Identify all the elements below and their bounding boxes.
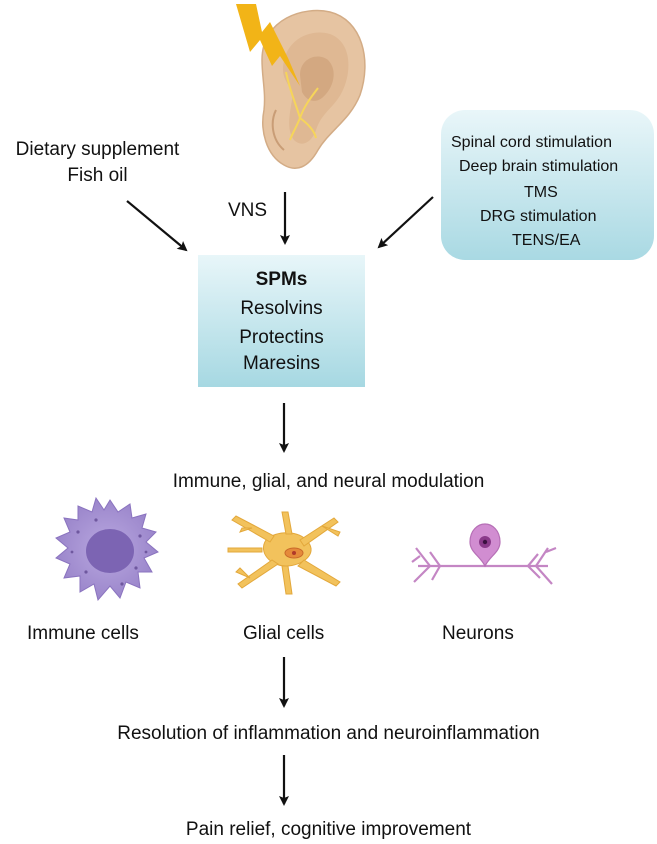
glial-cells-label: Glial cells: [243, 623, 325, 644]
dietary-line-2: Fish oil: [67, 165, 128, 186]
stimulation-item: DRG stimulation: [480, 208, 597, 225]
arrow-stimulation-to-spm: [377, 196, 434, 249]
vagus-nerve-lines: [285, 71, 319, 141]
ear-illustration: [261, 9, 366, 169]
stimulation-item: TENS/EA: [512, 232, 581, 249]
resolution-label: Resolution of inflammation and neuroinfl…: [117, 723, 540, 744]
dietary-supplement-label: Dietary supplement Fish oil: [0, 137, 195, 189]
stimulation-item: TMS: [524, 184, 558, 201]
modulation-label: Immune, glial, and neural modulation: [172, 471, 485, 492]
dietary-line-1: Dietary supplement: [15, 139, 180, 160]
lightning-bolt-icon: [236, 4, 300, 86]
glial-cell-icon: [227, 511, 341, 595]
spm-item: Resolvins: [240, 298, 323, 319]
immune-cell-icon: [55, 496, 159, 602]
outcome-label: Pain relief, cognitive improvement: [185, 819, 472, 840]
vns-label: VNS: [228, 200, 268, 221]
immune-cells-label: Immune cells: [27, 623, 139, 644]
neurons-label: Neurons: [442, 623, 514, 644]
arrow-dietary-to-spm: [126, 200, 188, 252]
spm-item: Maresins: [242, 353, 321, 374]
spm-box: SPMs Resolvins Protectins Maresins: [198, 255, 365, 387]
spm-title: SPMs: [255, 269, 308, 290]
stimulation-item: Deep brain stimulation: [459, 158, 619, 175]
spm-item: Protectins: [239, 327, 324, 348]
stimulation-box: Spinal cord stimulation Deep brain stimu…: [441, 110, 654, 260]
neuron-soma: [469, 523, 501, 568]
stimulation-item: Spinal cord stimulation: [451, 134, 612, 151]
